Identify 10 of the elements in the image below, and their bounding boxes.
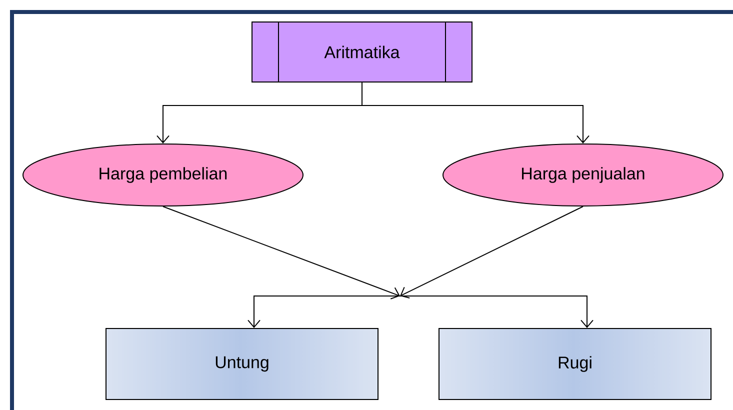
ellipse-node: Harga pembelian [22, 144, 304, 206]
ellipse-node: Harga penjualan [442, 144, 724, 206]
arrow [400, 206, 584, 298]
result-box: Untung [106, 328, 378, 400]
arrow [248, 296, 400, 328]
arrow [162, 206, 400, 300]
arrow [362, 82, 590, 144]
arrow [400, 296, 594, 328]
process-box: Aritmatika [252, 21, 472, 83]
result-box: Rugi [438, 328, 712, 400]
